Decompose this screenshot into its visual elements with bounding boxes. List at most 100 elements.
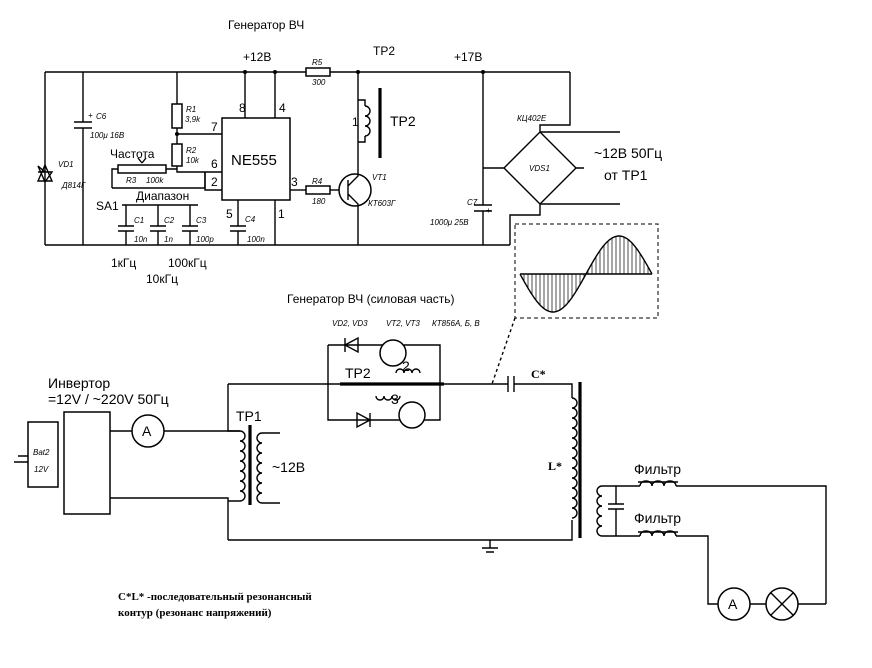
transistor-vt1	[338, 173, 372, 207]
vt1-part: КТ603Г	[368, 199, 396, 208]
filter-2-label: Фильтр	[634, 510, 681, 526]
capacitor-c4	[230, 200, 246, 245]
bridge-part: КЦ402Е	[517, 114, 547, 123]
tp1-leads	[228, 432, 280, 504]
c3-value: 100p	[196, 235, 214, 244]
resistor-r2	[171, 143, 183, 167]
power-diodes: VD2, VD3	[332, 319, 368, 328]
tp1-ref: ТР1	[236, 408, 262, 424]
tp2-winding-2	[395, 368, 421, 374]
c7-value: 1000μ 25В	[430, 218, 469, 227]
sine-waveform	[519, 235, 653, 313]
power-transistors: VT2, VT3	[386, 319, 420, 328]
c4-value: 100n	[247, 235, 265, 244]
r2-ref: R2	[186, 146, 197, 155]
sa1-label: SA1	[96, 199, 119, 213]
waveform-inset	[514, 223, 659, 319]
ammeter-label: A	[142, 423, 152, 439]
tp1-voltage: ~12В	[272, 459, 305, 475]
ic-power-leads	[244, 72, 276, 118]
r3-ref: R3	[126, 176, 137, 185]
filter-capacitor	[602, 485, 640, 537]
c6-ref: C6	[96, 112, 107, 121]
plus12-label: +12В	[243, 50, 271, 64]
zener-diode-vd1	[36, 163, 54, 184]
r5-ref: R5	[312, 58, 323, 67]
generator-title: Генератор ВЧ	[228, 18, 304, 32]
ne555-chip	[221, 117, 291, 201]
winding-2-label: 2	[402, 358, 410, 374]
series-link	[228, 376, 573, 398]
range-1khz: 1кГц	[111, 256, 136, 270]
c7-ref: C7	[467, 198, 478, 207]
diode-vd2	[343, 336, 359, 354]
c3-ref: C3	[196, 216, 207, 225]
r2-value: 10k	[186, 156, 200, 165]
c7-plus: +	[486, 206, 491, 215]
diode-vd3	[356, 411, 372, 429]
pin2-6-link	[112, 172, 206, 189]
vt1-ref: VT1	[372, 173, 387, 182]
capacitor-c7	[474, 72, 492, 245]
note-line2: контур (резонанс напряжений)	[118, 607, 272, 619]
ac-input-line2: от ТР1	[604, 167, 648, 183]
transistor-vt2	[379, 339, 407, 367]
winding-1-label: 1	[352, 115, 359, 129]
tp2-winding-3	[375, 395, 401, 401]
ground-return	[228, 520, 573, 553]
c2-ref: C2	[164, 216, 175, 225]
lamp-cross-icon	[770, 592, 794, 616]
pin8-label: 8	[239, 101, 246, 115]
r3-value: 100k	[146, 176, 164, 185]
inverter-line2: =12V / ~220V 50Гц	[48, 391, 169, 407]
capacitor-c1	[118, 205, 134, 245]
pin6-wire	[176, 166, 222, 173]
ac-input-leads	[540, 131, 620, 205]
vt1-leads	[347, 72, 359, 245]
load-wires	[676, 485, 827, 605]
filter-choke-2	[639, 530, 677, 537]
wiper-arrow-icon	[137, 157, 147, 164]
r4-ref: R4	[312, 177, 323, 186]
c-star-label: C*	[531, 367, 546, 381]
pin4-label: 4	[279, 101, 286, 115]
load-ammeter-label: A	[728, 596, 738, 612]
tp2-label: ТР2	[390, 113, 416, 129]
pin1-label: 1	[278, 207, 285, 221]
coil-leads	[358, 99, 366, 143]
freq-label: Частота	[110, 147, 155, 161]
vd1-ref: VD1	[58, 160, 74, 169]
battery-bat2-icon	[14, 455, 28, 463]
ic-name: NE555	[231, 152, 277, 169]
plus17-label: +17В	[454, 50, 482, 64]
tp2-top-label: ТР2	[373, 44, 395, 58]
c1-ref: C1	[134, 216, 144, 225]
bridge-leads	[483, 72, 584, 245]
battery-bat2-box	[27, 421, 59, 488]
range-label: Диапазон	[136, 189, 189, 203]
potentiometer-r3[interactable]	[117, 164, 167, 174]
inverter-wires	[110, 430, 240, 540]
range-100khz: 100кГц	[168, 256, 207, 270]
inductor-l-star	[571, 397, 578, 519]
c1-value: 10n	[134, 235, 148, 244]
filter-bars	[638, 481, 678, 533]
power-loop	[327, 344, 441, 421]
tp1-primary-coil	[239, 430, 246, 502]
pin2-label: 2	[211, 175, 218, 189]
pin6-label: 6	[211, 157, 218, 171]
tp1-secondary-coil	[256, 432, 263, 504]
bridge-ref: VDS1	[529, 164, 550, 173]
battery-ref: Bat2	[33, 448, 50, 457]
power-section-title: Генератор ВЧ (силовая часть)	[287, 292, 455, 306]
r1-ref: R1	[186, 105, 196, 114]
tp2-primary-coil	[364, 105, 371, 137]
capacitor-c3	[182, 205, 198, 245]
capacitor-c2	[150, 205, 166, 245]
filter-1-label: Фильтр	[634, 461, 681, 477]
winding-3-label: 3	[391, 391, 399, 407]
resistor-r4	[305, 185, 331, 195]
c4-ref: C4	[245, 215, 256, 224]
resistor-r5	[305, 67, 331, 77]
